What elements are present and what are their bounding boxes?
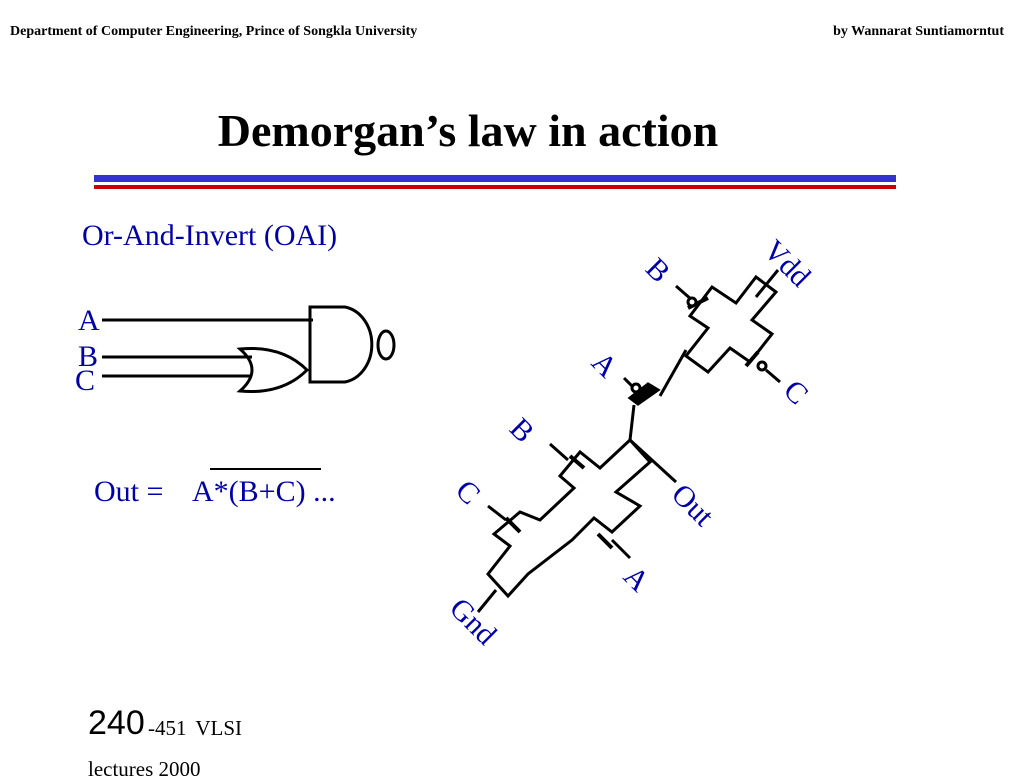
pmos-link — [658, 349, 688, 397]
department-header: Department of Computer Engineering, Prin… — [10, 24, 418, 39]
divider-blue-bar — [94, 175, 896, 182]
divider-red-bar — [94, 185, 896, 189]
gnd-label: Gnd — [443, 592, 503, 652]
equation-overline — [210, 468, 321, 470]
footer-course-name: -451 VLSI — [148, 716, 243, 740]
footer-course-number: 240 — [88, 704, 145, 742]
equation-body: A*(B+C) ... — [192, 475, 336, 508]
nmos-a-label: A — [617, 560, 656, 599]
pmos-c-gate-plate — [744, 350, 760, 368]
nmos-network — [486, 437, 653, 599]
nmos-c-gate-plate — [504, 516, 522, 534]
footer-subtitle: lectures 2000 — [88, 757, 201, 781]
pmos-c-bubble — [756, 360, 768, 372]
nmos-b-label: B — [503, 412, 540, 449]
or-gate — [236, 346, 310, 394]
slide-title: Demorgan’s law in action — [217, 105, 719, 156]
pmos-to-out-wire — [628, 404, 636, 441]
gate-type-label: Or-And-Invert (OAI) — [82, 219, 338, 252]
pmos-a-label: A — [585, 346, 624, 385]
nmos-a-gate-lead — [610, 538, 632, 560]
transistor-schematic — [476, 269, 781, 613]
gate-input-a-label: A — [78, 304, 100, 337]
pmos-b-label: B — [639, 252, 676, 289]
nmos-b-gate-lead — [549, 442, 569, 462]
pmos-a-gate-plate — [632, 384, 654, 400]
nmos-c-label: C — [449, 474, 486, 511]
out-label: Out — [665, 478, 721, 534]
gnd-wire — [476, 589, 498, 613]
gate-input-b-label: B — [78, 340, 99, 373]
pmos-c-label: C — [777, 374, 814, 411]
pmos-b-bubble — [686, 296, 698, 308]
pmos-a-bubble — [630, 382, 642, 394]
equation-prefix: Out = — [94, 475, 164, 508]
pmos-c-gate-lead — [765, 368, 781, 384]
nmos-c-gate-lead — [487, 504, 507, 522]
oai-gate-symbol — [102, 305, 396, 394]
nmos-a-gate-plate — [596, 532, 614, 550]
title-divider — [94, 175, 896, 189]
author-header: by Wannarat Suntiamorntut — [833, 24, 1004, 39]
nmos-b-gate-plate — [568, 454, 586, 470]
and-gate — [308, 305, 374, 384]
gate-input-c-label: C — [75, 364, 96, 397]
inverter-bubble — [376, 329, 396, 361]
